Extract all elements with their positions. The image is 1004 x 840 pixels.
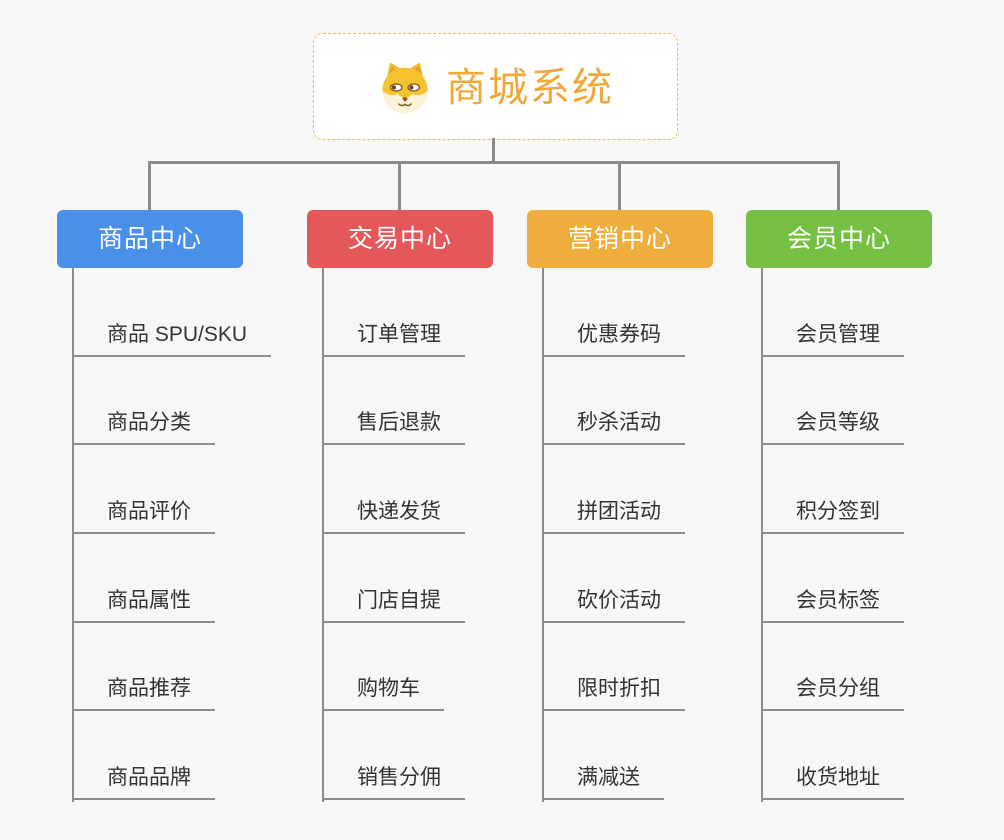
leaf-node[interactable]: 商品分类 <box>74 410 215 446</box>
leaf-row: 会员标签 <box>763 534 904 623</box>
leaf-node[interactable]: 优惠券码 <box>544 322 685 357</box>
leaf-row: 商品属性 <box>74 534 271 623</box>
leaf-row: 积分签到 <box>763 445 904 535</box>
branch-trade-children: 订单管理 售后退款 快递发货 门店自提 购物车 销售分佣 <box>322 268 465 802</box>
branch-products: 商品中心 商品 SPU/SKU 商品分类 商品评价 商品属性 商品推荐 商品品牌 <box>57 210 272 802</box>
leaf-node[interactable]: 秒杀活动 <box>544 410 685 446</box>
leaf-node[interactable]: 购物车 <box>324 676 444 712</box>
leaf-node[interactable]: 销售分佣 <box>324 765 465 801</box>
leaf-row: 门店自提 <box>324 534 465 623</box>
leaf-row: 商品 SPU/SKU <box>74 268 272 357</box>
connector-stem-members <box>837 161 840 210</box>
leaf-node[interactable]: 订单管理 <box>324 322 465 357</box>
leaf-row: 限时折扣 <box>544 623 685 712</box>
branch-members: 会员中心 会员管理 会员等级 积分签到 会员标签 会员分组 收货地址 <box>746 210 932 802</box>
leaf-row: 售后退款 <box>324 357 465 446</box>
branch-members-children: 会员管理 会员等级 积分签到 会员标签 会员分组 收货地址 <box>761 268 904 802</box>
connector-trunk <box>148 161 839 164</box>
branch-header-products[interactable]: 商品中心 <box>57 210 243 268</box>
leaf-node[interactable]: 快递发货 <box>324 499 465 535</box>
dog-face-icon <box>377 59 433 115</box>
leaf-row: 拼团活动 <box>544 445 685 535</box>
leaf-node[interactable]: 收货地址 <box>763 765 904 801</box>
leaf-node[interactable]: 商品 SPU/SKU <box>74 322 272 357</box>
branch-trade: 交易中心 订单管理 售后退款 快递发货 门店自提 购物车 销售分佣 <box>307 210 493 802</box>
leaf-node[interactable]: 商品属性 <box>74 588 215 623</box>
leaf-node[interactable]: 门店自提 <box>324 588 465 623</box>
leaf-row: 商品评价 <box>74 445 271 535</box>
leaf-node[interactable]: 会员标签 <box>763 588 904 623</box>
branch-header-marketing[interactable]: 营销中心 <box>527 210 713 268</box>
leaf-row: 秒杀活动 <box>544 357 685 446</box>
branch-marketing: 营销中心 优惠券码 秒杀活动 拼团活动 砍价活动 限时折扣 满减送 <box>527 210 713 802</box>
leaf-node[interactable]: 拼团活动 <box>544 499 685 535</box>
connector-stem-trade <box>398 161 401 210</box>
leaf-row: 收货地址 <box>763 711 904 801</box>
connector-stem-products <box>148 161 151 210</box>
leaf-row: 商品品牌 <box>74 711 271 801</box>
leaf-node[interactable]: 商品评价 <box>74 499 215 535</box>
leaf-row: 会员分组 <box>763 623 904 712</box>
leaf-node[interactable]: 商品品牌 <box>74 765 215 801</box>
leaf-node[interactable]: 限时折扣 <box>544 676 685 712</box>
connector-root-stem <box>492 138 495 164</box>
leaf-row: 购物车 <box>324 623 465 712</box>
connector-stem-marketing <box>618 161 621 210</box>
leaf-node[interactable]: 砍价活动 <box>544 588 685 623</box>
leaf-node[interactable]: 积分签到 <box>763 499 904 535</box>
leaf-node[interactable]: 售后退款 <box>324 410 465 446</box>
leaf-node[interactable]: 会员分组 <box>763 676 904 712</box>
leaf-node[interactable]: 会员管理 <box>763 322 904 357</box>
leaf-row: 快递发货 <box>324 445 465 535</box>
leaf-node[interactable]: 满减送 <box>544 765 664 801</box>
leaf-row: 会员管理 <box>763 268 904 357</box>
leaf-row: 砍价活动 <box>544 534 685 623</box>
leaf-row: 销售分佣 <box>324 711 465 801</box>
leaf-row: 优惠券码 <box>544 268 685 357</box>
leaf-row: 商品推荐 <box>74 623 271 712</box>
leaf-row: 商品分类 <box>74 357 271 446</box>
leaf-row: 订单管理 <box>324 268 465 357</box>
root-title: 商城系统 <box>446 65 614 110</box>
branch-products-children: 商品 SPU/SKU 商品分类 商品评价 商品属性 商品推荐 商品品牌 <box>72 268 272 802</box>
branch-marketing-children: 优惠券码 秒杀活动 拼团活动 砍价活动 限时折扣 满减送 <box>542 268 685 802</box>
leaf-row: 满减送 <box>544 711 685 801</box>
leaf-node[interactable]: 会员等级 <box>763 410 904 446</box>
root-node[interactable]: 商城系统 <box>313 33 678 140</box>
branch-header-members[interactable]: 会员中心 <box>746 210 932 268</box>
leaf-node[interactable]: 商品推荐 <box>74 676 215 712</box>
branch-header-trade[interactable]: 交易中心 <box>307 210 493 268</box>
leaf-row: 会员等级 <box>763 357 904 446</box>
